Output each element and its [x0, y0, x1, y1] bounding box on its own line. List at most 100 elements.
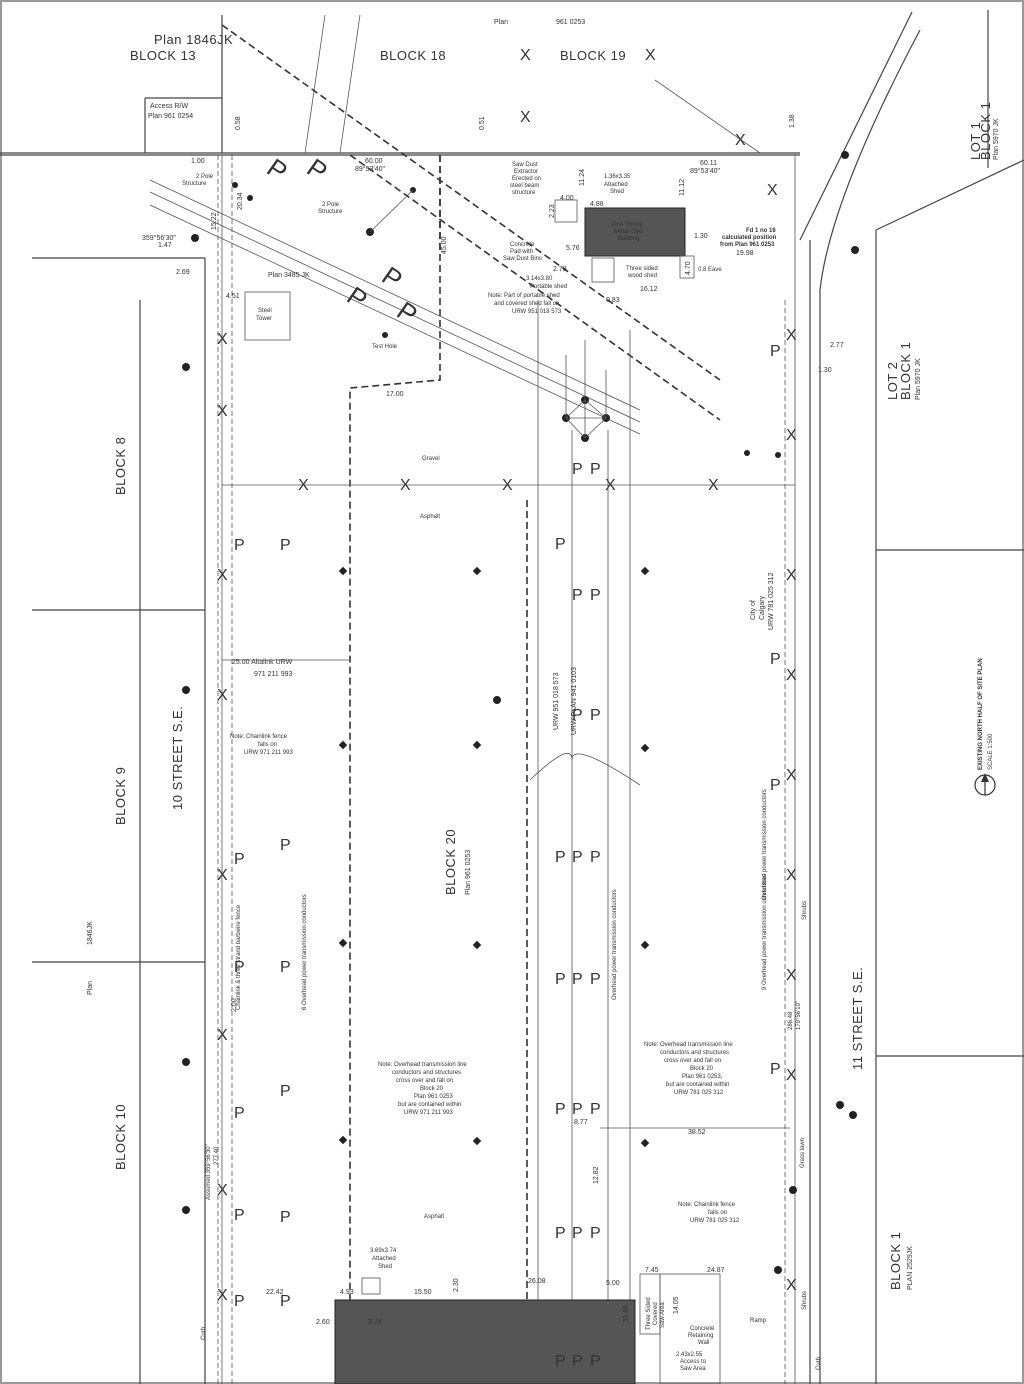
urw-951-label: URW 951 018 573 — [553, 672, 560, 730]
shrubs-label-1: Shrubs — [802, 901, 808, 920]
fd-bar-line-3: from Plan 961 0253 — [720, 242, 775, 248]
right-bearing: 179°56'10" — [796, 1001, 802, 1030]
dim-31: 8.77 — [574, 1119, 588, 1126]
altalink-urw-no: 971 211 993 — [254, 671, 293, 678]
grass-lawn-label: Grass lawn — [800, 1138, 806, 1168]
city-urw-2: Calgary — [759, 595, 766, 620]
dim-27: 19.98 — [736, 250, 754, 257]
dim-36: 15.50 — [414, 1289, 432, 1296]
dim-5: 89°53'40" — [690, 167, 720, 175]
plan-top-number: 961 0253 — [556, 19, 585, 26]
fd-bar-line-1: Fd 1 no 16 — [746, 228, 776, 234]
note-overhead-right-line-5: Plan 961 0253, — [682, 1074, 723, 1080]
shrubs-label-2: Shrubs — [802, 1291, 808, 1310]
ramp-label: Ramp — [750, 1318, 767, 1324]
note-portable-line-2: and covered shed fall on — [494, 301, 559, 307]
svg-text:P: P — [280, 837, 291, 854]
access-rw: Access R/W — [150, 103, 189, 110]
dim-6: 0.58 — [235, 116, 242, 130]
note-overhead-center-line-5: Plan 961 0253 — [414, 1094, 453, 1100]
dim-11: 45.00 — [441, 236, 448, 254]
svg-text:P: P — [572, 461, 583, 478]
svg-text:P: P — [590, 707, 601, 724]
svg-text:X: X — [400, 477, 411, 494]
dim-8: 1.38 — [789, 114, 796, 128]
svg-text:P: P — [234, 1293, 245, 1310]
note-overhead-right: Note: Overhead transmission line conduct… — [644, 1042, 733, 1096]
note-overhead-center: Note: Overhead transmission line conduct… — [378, 1062, 467, 1116]
asphalt-label-2: Asphalt — [424, 1214, 444, 1220]
svg-text:P: P — [572, 971, 583, 988]
svg-text:X: X — [786, 327, 797, 344]
svg-text:P: P — [572, 1353, 583, 1370]
dimensions: 1.00 60.00 89°53'40" 60.11 89°53'40" 0.5… — [142, 114, 844, 1326]
dim-7: 0.51 — [479, 116, 486, 130]
dim-32: 38.52 — [688, 1129, 706, 1136]
block20-boundary — [217, 155, 796, 1384]
portable-shed-note: 3.14x3.80 Portable shed Note: Part of po… — [488, 276, 567, 315]
covered-saw-line-2: Covered — [653, 1302, 659, 1325]
svg-text:P: P — [572, 849, 583, 866]
attached-shed-top-line-2: Attached — [604, 182, 628, 188]
access-saw-line-1: 2.43x2.55 — [676, 1352, 703, 1358]
svg-text:P: P — [234, 537, 245, 554]
svg-text:X: X — [217, 1287, 228, 1304]
north-arrow — [974, 773, 996, 796]
svg-text:X: X — [735, 132, 746, 149]
dim-9: 11.24 — [579, 169, 586, 186]
dim-24: 16.12 — [640, 286, 658, 293]
svg-text:P: P — [590, 1353, 601, 1370]
one-storey-line-1: One Storey — [612, 222, 642, 228]
dim-2: 60.00 — [365, 158, 383, 165]
one-storey-line-2: Metal Clad — [614, 229, 643, 235]
dim-45: 11.89 — [623, 1305, 630, 1322]
portable-shed — [591, 257, 615, 283]
svg-text:X: X — [520, 109, 531, 126]
two-pole-b: 2 Pole — [322, 202, 340, 208]
svg-text:P: P — [555, 1101, 566, 1118]
curb-label-2: Curb — [816, 1356, 822, 1370]
svg-text:X: X — [217, 331, 228, 348]
lot1-label: LOT 1 — [968, 122, 983, 160]
note-overhead-center-line-4: Block 20 — [420, 1086, 444, 1092]
plan-top-label: Plan — [494, 19, 508, 26]
svg-text:P: P — [590, 1101, 601, 1118]
note-overhead-center-line-6: but are contained within — [398, 1102, 461, 1108]
svg-text:X: X — [786, 567, 797, 584]
one-storey-building — [584, 207, 686, 257]
svg-text:P: P — [234, 1105, 245, 1122]
note-overhead-center-line-7: URW 971 211 993 — [404, 1110, 453, 1116]
svg-text:P: P — [572, 707, 583, 724]
note-overhead-right-line-3: cross over and fall on — [664, 1058, 721, 1064]
two-pole-a: 2 Pole — [196, 174, 214, 180]
svg-text:X: X — [217, 1027, 228, 1044]
plan-left-number: 1846JK — [87, 921, 94, 945]
sawdust-extractor — [554, 199, 578, 223]
svg-text:P: P — [280, 1083, 291, 1100]
svg-text:X: X — [786, 967, 797, 984]
two-pole-a-2: Structure — [182, 181, 207, 187]
svg-text:X: X — [645, 47, 656, 64]
svg-text:X: X — [767, 182, 778, 199]
east-curb-curve — [799, 11, 913, 241]
steel-tower-label: Steel — [258, 308, 272, 314]
note-overhead-right-line-6: but are contained within — [666, 1082, 729, 1088]
concrete-wall-note: Concrete Retaining Wall — [688, 1326, 715, 1346]
dim-3: 89°53'40" — [355, 165, 385, 173]
dim-18: 20.34 — [237, 192, 244, 210]
svg-text:P: P — [555, 1353, 566, 1370]
lot2-plan-label: Plan 5970 JK — [915, 358, 922, 400]
svg-text:P: P — [555, 971, 566, 988]
three-sided-shed — [679, 255, 695, 279]
note-overhead-right-line-2: conductors and structures — [660, 1050, 729, 1056]
svg-text:P: P — [590, 587, 601, 604]
note-chainlink-right: Note: Chainlink fence falls on URW 781 0… — [678, 1202, 740, 1224]
svg-text:X: X — [502, 477, 513, 494]
steel-tower — [244, 291, 291, 341]
dim-37: 2.30 — [453, 1278, 460, 1292]
svg-text:P: P — [590, 971, 601, 988]
svg-text:P: P — [280, 959, 291, 976]
dim-20: 4.88 — [590, 201, 604, 208]
svg-text:P: P — [572, 1225, 583, 1242]
